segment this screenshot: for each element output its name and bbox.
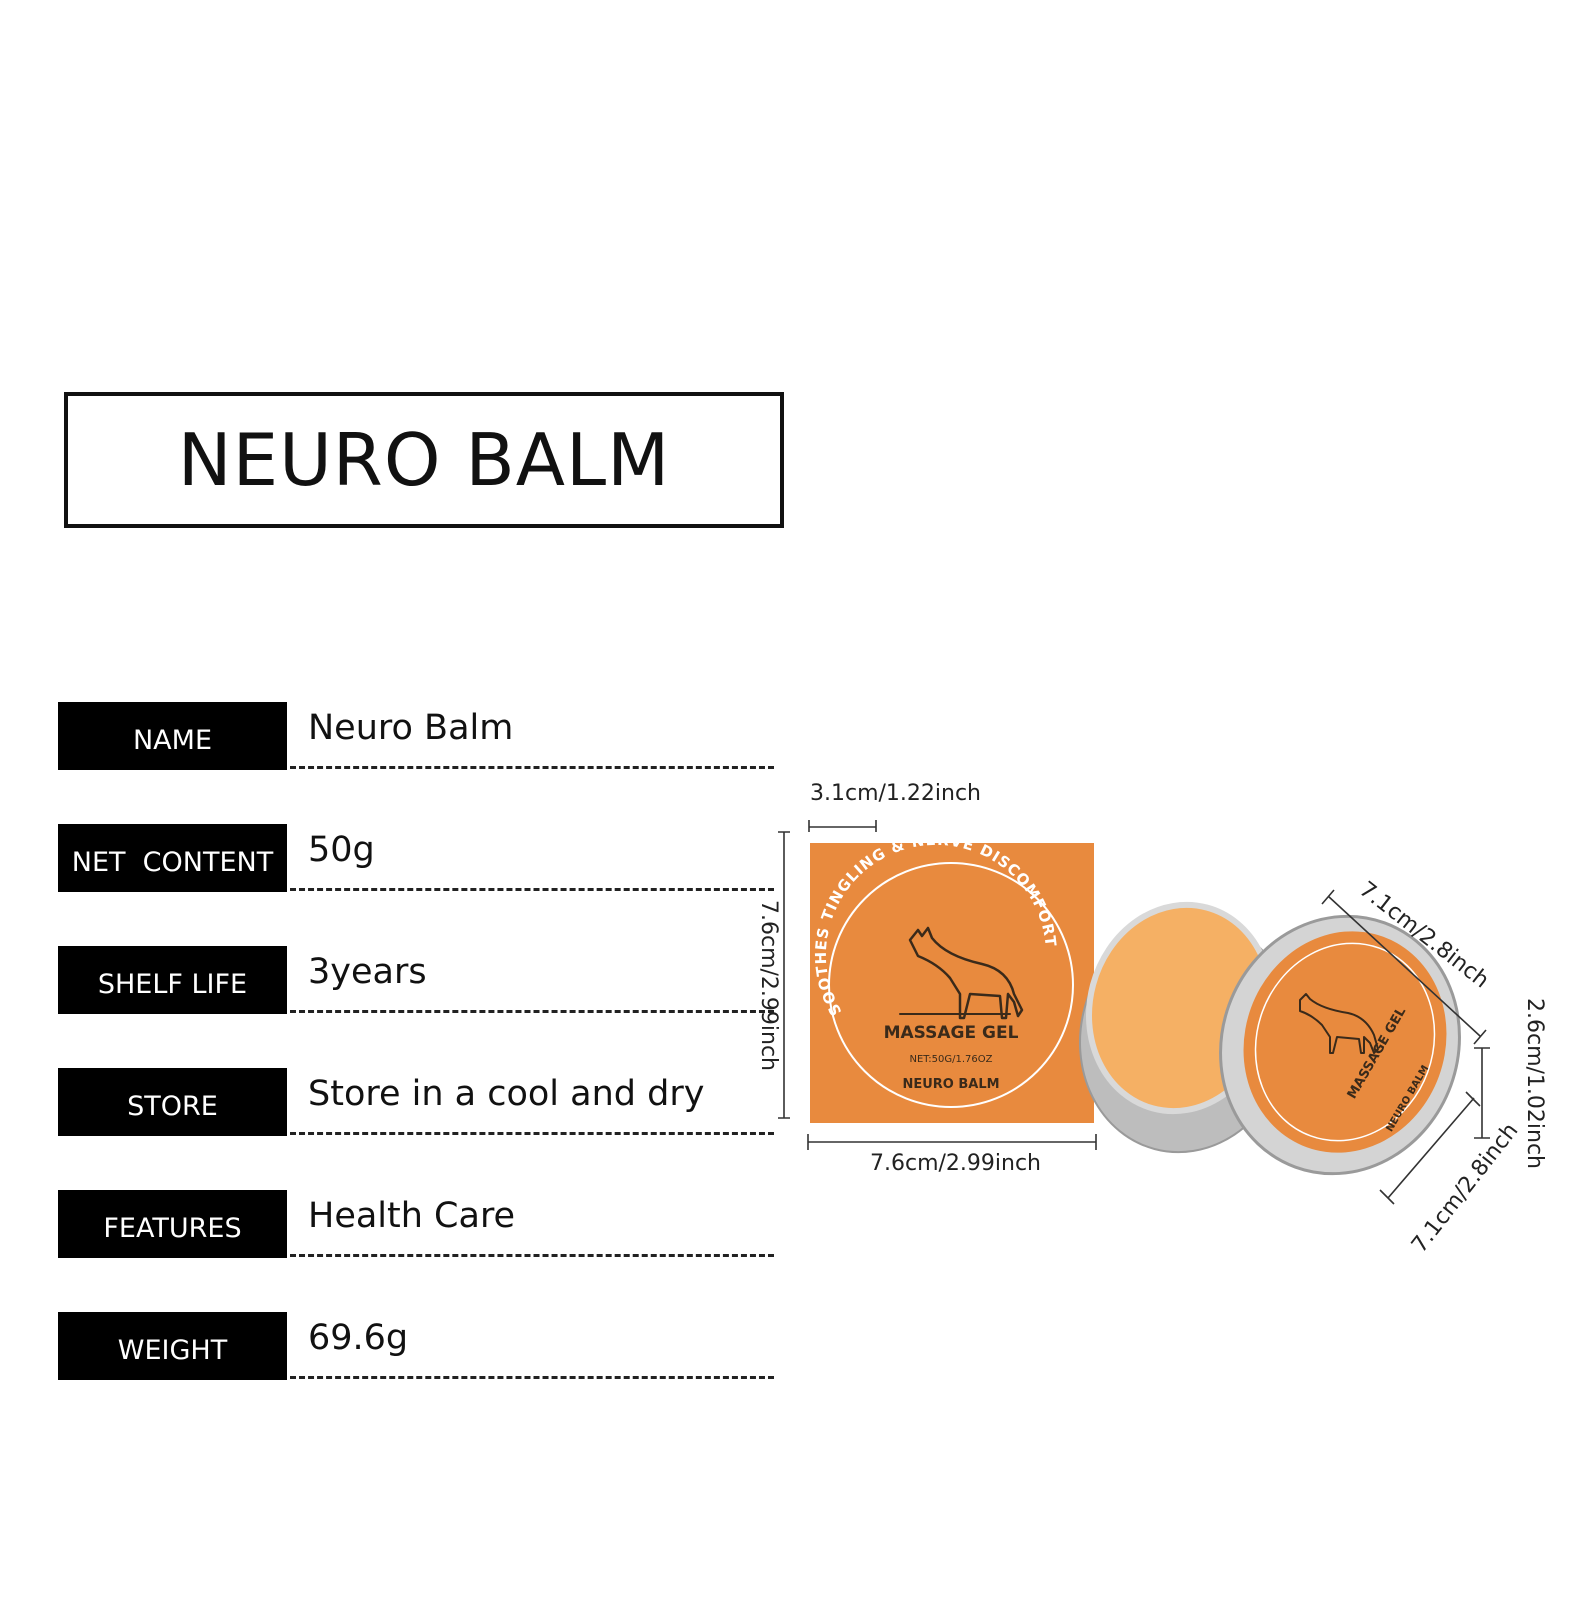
dashed-divider [290,888,774,891]
spec-value: 3years [308,952,427,992]
spec-value: Store in a cool and dry [308,1074,705,1114]
tin-lid-ring [1254,942,1436,1142]
spec-row-weight: WEIGHT 69.6g [58,1312,774,1382]
spec-value: Health Care [308,1196,516,1236]
product-title: NEURO BALM [177,418,671,502]
package-net: NET:50G/1.76OZ [909,1054,992,1065]
spec-row-store: STORE Store in a cool and dry [58,1068,774,1138]
spec-label: NAME [58,702,287,770]
spec-label: NET CONTENT [58,824,287,892]
lid-wolf-icon [1299,993,1379,1054]
dashed-divider [290,1132,774,1135]
package-box: SOOTHES TINGLING & NERVE DISCOMFORT MASS… [810,831,1094,1123]
spec-value: Neuro Balm [308,708,514,748]
dimension-lines [778,820,1490,1205]
package-brand: NEURO BALM [902,1077,999,1092]
product-illustration: SOOTHES TINGLING & NERVE DISCOMFORT MASS… [760,781,1547,1258]
dim-box-height: 7.6cm/2.99inch [760,900,781,1071]
package-product-type: MASSAGE GEL [884,1023,1019,1043]
dim-box-depth: 3.1cm/1.22inch [810,781,981,806]
spec-label: FEATURES [58,1190,287,1258]
tin-lid-face [1243,931,1447,1153]
spec-row-shelf-life: SHELF LIFE 3years [58,946,774,1016]
dim-tin-diameter-bottom: 7.1cm/2.8inch [1407,1119,1523,1258]
spec-row-net-content: NET CONTENT 50g [58,824,774,894]
spec-row-features: FEATURES Health Care [58,1190,774,1260]
spec-label: STORE [58,1068,287,1136]
spec-value: 69.6g [308,1318,409,1358]
dashed-divider [290,766,774,769]
dashed-divider [290,1254,774,1257]
package-box-ring [828,862,1074,1108]
spec-label: WEIGHT [58,1312,287,1380]
product-title-box: NEURO BALM [64,392,784,528]
dim-tin-height: 2.6cm/1.02inch [1522,998,1547,1169]
dim-box-width: 7.6cm/2.99inch [870,1151,1041,1176]
dashed-divider [290,1010,774,1013]
tin-lid: MASSAGE GEL NEURO BALM [1219,914,1461,1176]
spec-value: 50g [308,830,375,870]
spec-label: SHELF LIFE [58,946,287,1014]
wolf-icon [899,926,1024,1020]
spec-row-name: NAME Neuro Balm [58,702,774,772]
dashed-divider [290,1376,774,1379]
